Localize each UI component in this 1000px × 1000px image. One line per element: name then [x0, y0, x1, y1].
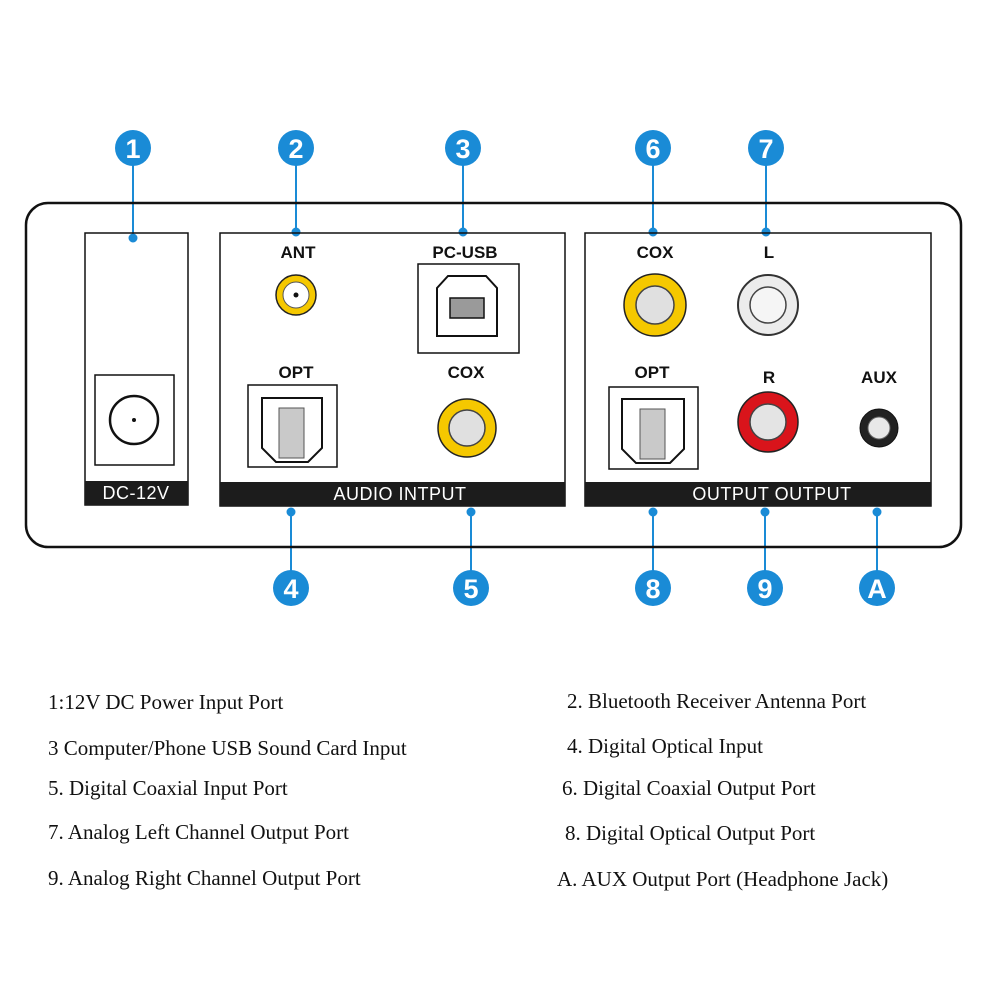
power-label-bar [85, 481, 188, 505]
output-section-label: OUTPUT OUTPUT [692, 484, 851, 504]
svg-text:1: 1 [125, 134, 140, 164]
badge-4: 4 [273, 570, 309, 606]
dc-jack-housing [94, 374, 175, 466]
aux-label: AUX [861, 368, 898, 387]
cox-out-label: COX [637, 243, 675, 262]
svg-text:6: 6 [645, 134, 660, 164]
cox-in-label: COX [448, 363, 486, 382]
svg-text:4: 4 [283, 574, 298, 604]
badge-6: 6 [635, 130, 671, 166]
badge-a: A [859, 570, 895, 606]
opt-out-housing [608, 386, 699, 470]
device-outline [24, 201, 963, 549]
svg-text:2: 2 [288, 134, 303, 164]
port-diagram: DC-12V ANT PC-USB OPT COX AUDIO INTPUT C… [24, 130, 963, 606]
badge-8: 8 [635, 570, 671, 606]
power-panel [84, 232, 189, 506]
legend-item-6: 6. Digital Coaxial Output Port [562, 776, 816, 800]
output-label-bar [585, 482, 931, 506]
badge-7: 7 [748, 130, 784, 166]
legend-item-9: 9. Analog Right Channel Output Port [48, 866, 361, 890]
right-label: R [763, 368, 775, 387]
svg-text:8: 8 [645, 574, 660, 604]
power-label: DC-12V [102, 483, 169, 503]
legend-item-8: 8. Digital Optical Output Port [565, 821, 816, 845]
badge-2: 2 [278, 130, 314, 166]
svg-text:9: 9 [757, 574, 772, 604]
badge-1: 1 [115, 130, 151, 166]
svg-text:7: 7 [758, 134, 773, 164]
svg-text:A: A [867, 574, 887, 604]
input-section-label: AUDIO INTPUT [333, 484, 466, 504]
legend-item-3: 3 Computer/Phone USB Sound Card Input [48, 736, 407, 760]
legend-item-4: 4. Digital Optical Input [567, 734, 763, 758]
ant-label: ANT [281, 243, 317, 262]
legend-item-2: 2. Bluetooth Receiver Antenna Port [567, 689, 867, 713]
svg-text:3: 3 [455, 134, 470, 164]
badge-5: 5 [453, 570, 489, 606]
opt-out-label: OPT [635, 363, 671, 382]
svg-text:5: 5 [463, 574, 478, 604]
legend-item-1: 1:12V DC Power Input Port [48, 690, 284, 714]
legend-item-7: 7. Analog Left Channel Output Port [48, 820, 349, 844]
badge-3: 3 [445, 130, 481, 166]
input-label-bar [220, 482, 565, 506]
legend-item-5: 5. Digital Coaxial Input Port [48, 776, 288, 800]
legend-item-a: A. AUX Output Port (Headphone Jack) [557, 867, 889, 891]
opt-in-housing [247, 384, 338, 468]
left-label: L [764, 243, 774, 262]
badge-9: 9 [747, 570, 783, 606]
pc-usb-label: PC-USB [432, 243, 497, 262]
opt-in-label: OPT [279, 363, 315, 382]
